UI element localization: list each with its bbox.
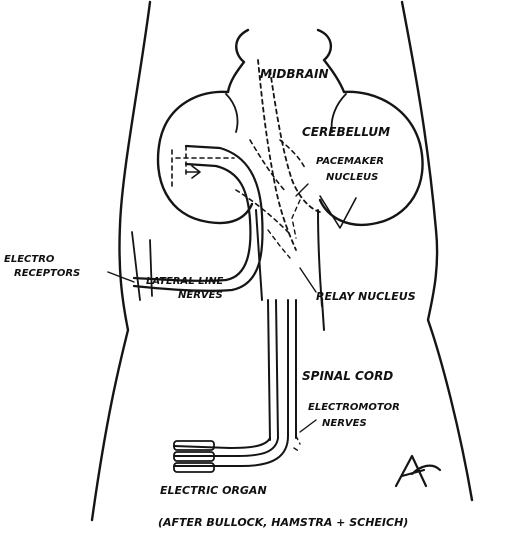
label-electroreceptors-2: RECEPTORS (14, 268, 80, 279)
label-pacemaker-1: PACEMAKER (316, 156, 384, 167)
label-pacemaker-2: NUCLEUS (326, 172, 378, 183)
label-midbrain: MIDBRAIN (260, 67, 329, 81)
label-lateral-line-2: NERVES (178, 290, 223, 301)
dashed-neural-pathways (236, 60, 320, 258)
caption-credit: (AFTER BULLOCK, HAMSTRA + SCHEICH) (158, 516, 408, 529)
label-lateral-line-1: LATERAL LINE (146, 276, 224, 287)
signature-mark (396, 456, 440, 486)
label-electromotor-2: NERVES (322, 418, 367, 429)
label-cerebellum: CEREBELLUM (302, 125, 390, 139)
label-electroreceptors-1: ELECTRO (4, 254, 55, 265)
label-electromotor-1: ELECTROMOTOR (308, 402, 400, 413)
label-electric-organ: ELECTRIC ORGAN (160, 484, 267, 497)
label-relay-nucleus: RELAY NUCLEUS (316, 290, 416, 303)
label-spinal-cord: SPINAL CORD (302, 369, 393, 383)
